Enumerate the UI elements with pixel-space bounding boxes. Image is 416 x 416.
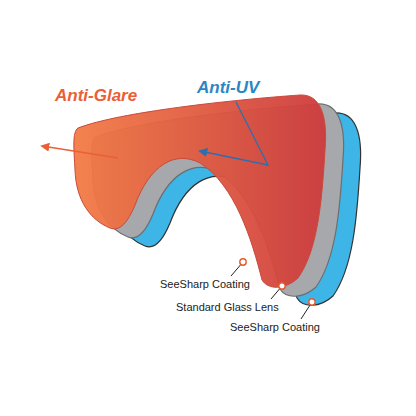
effect-label: Anti-UV — [197, 78, 259, 98]
layer-label: Standard Glass Lens — [176, 301, 279, 314]
effect-label: Anti-Glare — [55, 86, 137, 106]
callout-dot — [279, 283, 285, 289]
callout-dot — [309, 299, 315, 305]
layer-label: SeeSharp Coating — [230, 321, 320, 334]
glare-arrow — [42, 146, 118, 158]
callout-dot — [240, 259, 246, 265]
front-coating-layer — [74, 95, 326, 287]
layer-label: SeeSharp Coating — [160, 278, 250, 291]
uv-arrow — [200, 102, 268, 165]
